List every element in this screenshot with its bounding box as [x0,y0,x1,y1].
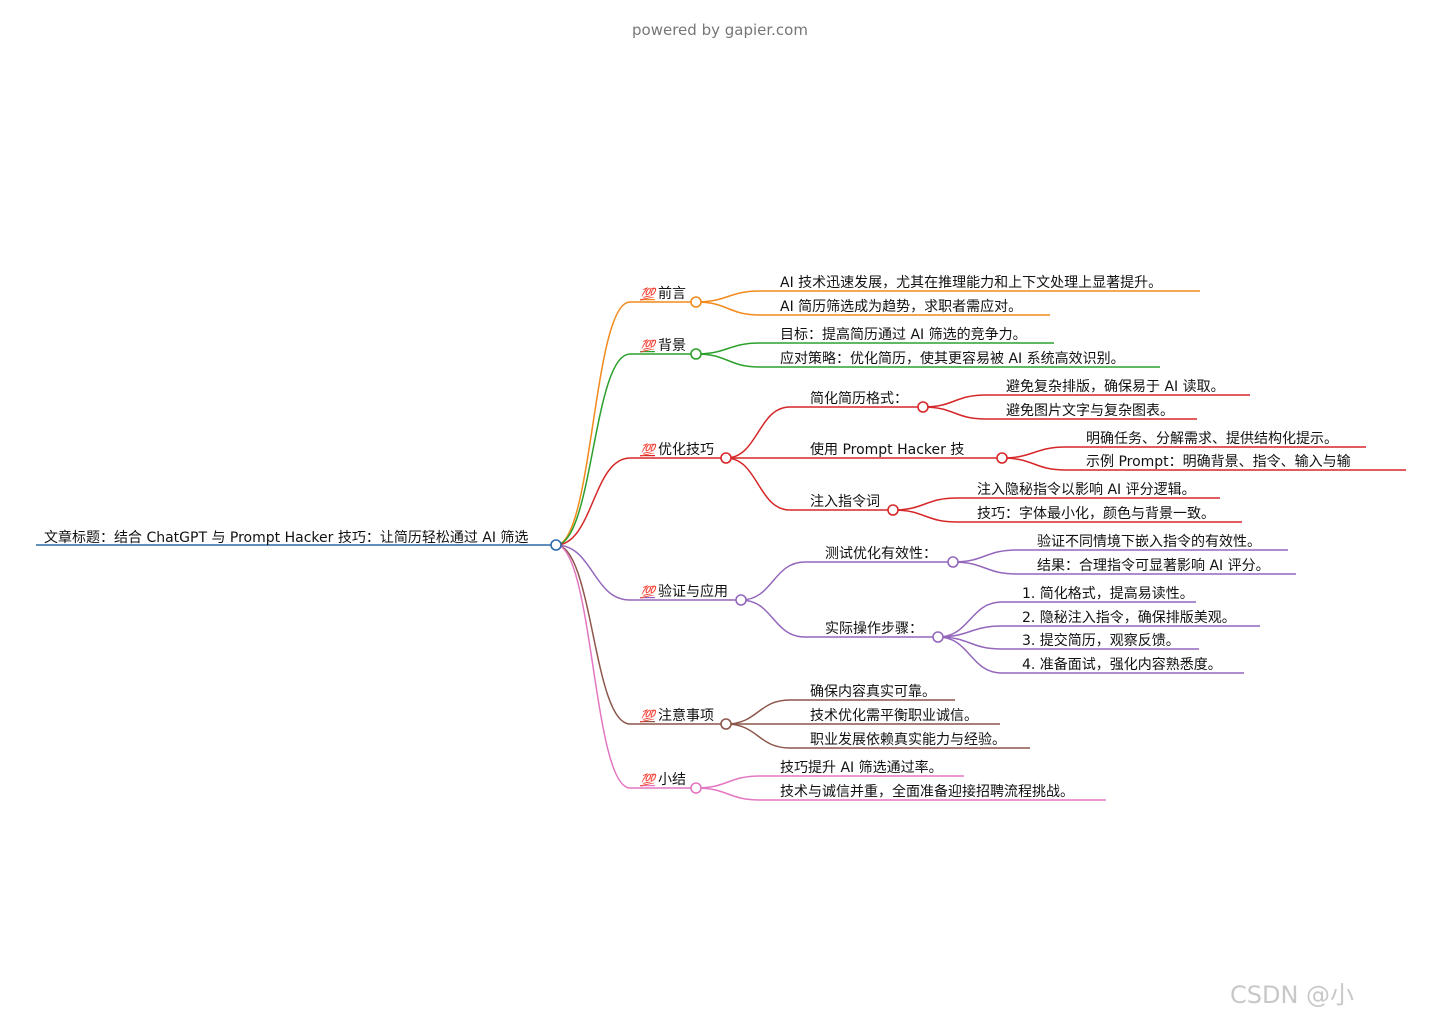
leaf-label-4-0: 确保内容真实可靠。 [810,683,936,700]
leaf-label-2-0-0: 避免复杂排版，确保易于 AI 读取。 [1006,378,1225,395]
leaf-edge-4-0 [725,699,791,725]
branch-node-4 [720,718,732,730]
branch-label-1: 背景 [658,338,686,354]
leaf-label-0-0: AI 技术迅速发展，尤其在推理能力和上下文处理上显著提升。 [780,275,1162,291]
sub-edge-3-0 [740,561,806,601]
sub-node-3-1 [932,631,944,643]
sub-edge-2-0 [725,406,791,459]
leaf-edge-2-2-1 [892,509,958,523]
leaf-label-1-0: 目标：提高简历通过 AI 筛选的竞争力。 [780,326,1027,343]
leaf-label-3-1-0: 1. 简化格式，提高易读性。 [1022,585,1194,602]
branch-edge-0 [555,301,631,546]
csdn-watermark: CSDN @小 [1230,981,1354,1009]
hundred-points-icon: 💯 [640,773,658,787]
branch-label-4: 注意事项 [658,707,714,724]
branch-label-3: 验证与应用 [658,583,728,600]
leaf-label-2-0-1: 避免图片文字与复杂图表。 [1006,402,1174,419]
leaf-label-5-0: 技巧提升 AI 筛选通过率。 [780,759,943,776]
leaf-edge-4-2 [725,723,791,749]
branch-edge-4 [555,544,631,725]
leaf-edge-0-1 [695,301,761,316]
leaf-label-3-0-1: 结果：合理指令可显著影响 AI 评分。 [1037,558,1270,574]
leaf-label-3-1-1: 2. 隐秘注入指令，确保排版美观。 [1022,610,1236,626]
leaf-label-0-1: AI 简历筛选成为趋势，求职者需应对。 [780,298,1022,315]
hundred-points-icon: 💯 [640,585,658,599]
branch-edge-2 [555,457,631,546]
branch-node-3 [735,594,747,606]
leaf-edge-3-0-1 [952,561,1018,575]
leaf-edge-3-1-3 [937,636,1003,674]
sub-label-2-2: 注入指令词 [810,494,880,510]
sub-edge-2-2 [725,457,791,511]
leaf-label-3-1-2: 3. 提交简历，观察反馈。 [1022,632,1180,649]
sub-edge-3-1 [740,599,806,638]
leaf-label-3-1-3: 4. 准备面试，强化内容熟悉度。 [1022,656,1222,673]
branch-label-0: 前言 [658,285,686,302]
leaf-edge-3-0-0 [952,549,1018,563]
leaf-edge-5-1 [695,787,761,801]
leaf-label-4-1: 技术优化需平衡职业诚信。 [810,708,978,724]
branch-node-2 [720,452,732,464]
leaf-edge-0-0 [695,290,761,303]
mindmap-underlines [36,290,1406,801]
hundred-points-icon: 💯 [640,287,658,301]
leaf-label-2-2-0: 注入隐秘指令以影响 AI 评分逻辑。 [977,482,1196,498]
branch-edge-5 [555,544,631,789]
sub-node-2-0 [917,401,929,413]
branch-node-5 [690,782,702,794]
leaf-label-3-0-0: 验证不同情境下嵌入指令的有效性。 [1037,534,1261,550]
branch-label-2: 优化技巧 [658,442,714,458]
branch-node-1 [690,348,702,360]
leaf-edge-1-0 [695,342,761,355]
mindmap-nodes [550,296,1008,794]
leaf-label-5-1: 技术与诚信并重，全面准备迎接招聘流程挑战。 [780,783,1074,800]
mindmap-labels: 文章标题：结合 ChatGPT 与 Prompt Hacker 技巧：让简历轻松… [44,275,1351,800]
powered-by-text: powered by gapier.com [632,21,808,39]
sub-node-3-0 [947,556,959,568]
root-title: 文章标题：结合 ChatGPT 与 Prompt Hacker 技巧：让简历轻松… [44,529,528,546]
leaf-label-2-2-1: 技巧：字体最小化，颜色与背景一致。 [977,505,1215,522]
mindmap-edges [555,290,1067,801]
branch-node-0 [690,296,702,308]
leaf-label-2-1-0: 明确任务、分解需求、提供结构化提示。 [1086,431,1338,447]
sub-label-2-0: 简化简历格式： [810,390,908,407]
leaf-edge-2-0-0 [922,394,987,408]
leaf-label-2-1-1: 示例 Prompt：明确背景、指令、输入与输 [1086,454,1351,470]
hundred-points-icon: 💯 [640,443,658,457]
hundred-points-icon: 💯 [640,709,658,723]
leaf-label-1-1: 应对策略：优化简历，使其更容易被 AI 系统高效识别。 [780,350,1125,367]
sub-label-3-1: 实际操作步骤： [825,621,923,637]
leaf-edge-2-0-1 [922,406,987,420]
leaf-edge-2-2-0 [892,497,958,511]
sub-label-3-0: 测试优化有效性： [825,546,937,562]
sub-node-2-1 [996,452,1008,464]
leaf-edge-1-1 [695,353,761,368]
sub-node-2-2 [887,504,899,516]
branch-edge-3 [555,544,631,601]
leaf-label-4-2: 职业发展依赖真实能力与经验。 [810,732,1006,748]
leaf-edge-5-0 [695,775,761,789]
hundred-points-icon: 💯 [640,339,658,353]
leaf-edge-2-1-1 [1001,457,1067,471]
root-node [550,539,562,551]
branch-edge-1 [555,353,631,546]
leaf-edge-2-1-0 [1001,446,1067,459]
sub-label-2-1: 使用 Prompt Hacker 技 [810,441,964,458]
branch-label-5: 小结 [658,772,686,788]
